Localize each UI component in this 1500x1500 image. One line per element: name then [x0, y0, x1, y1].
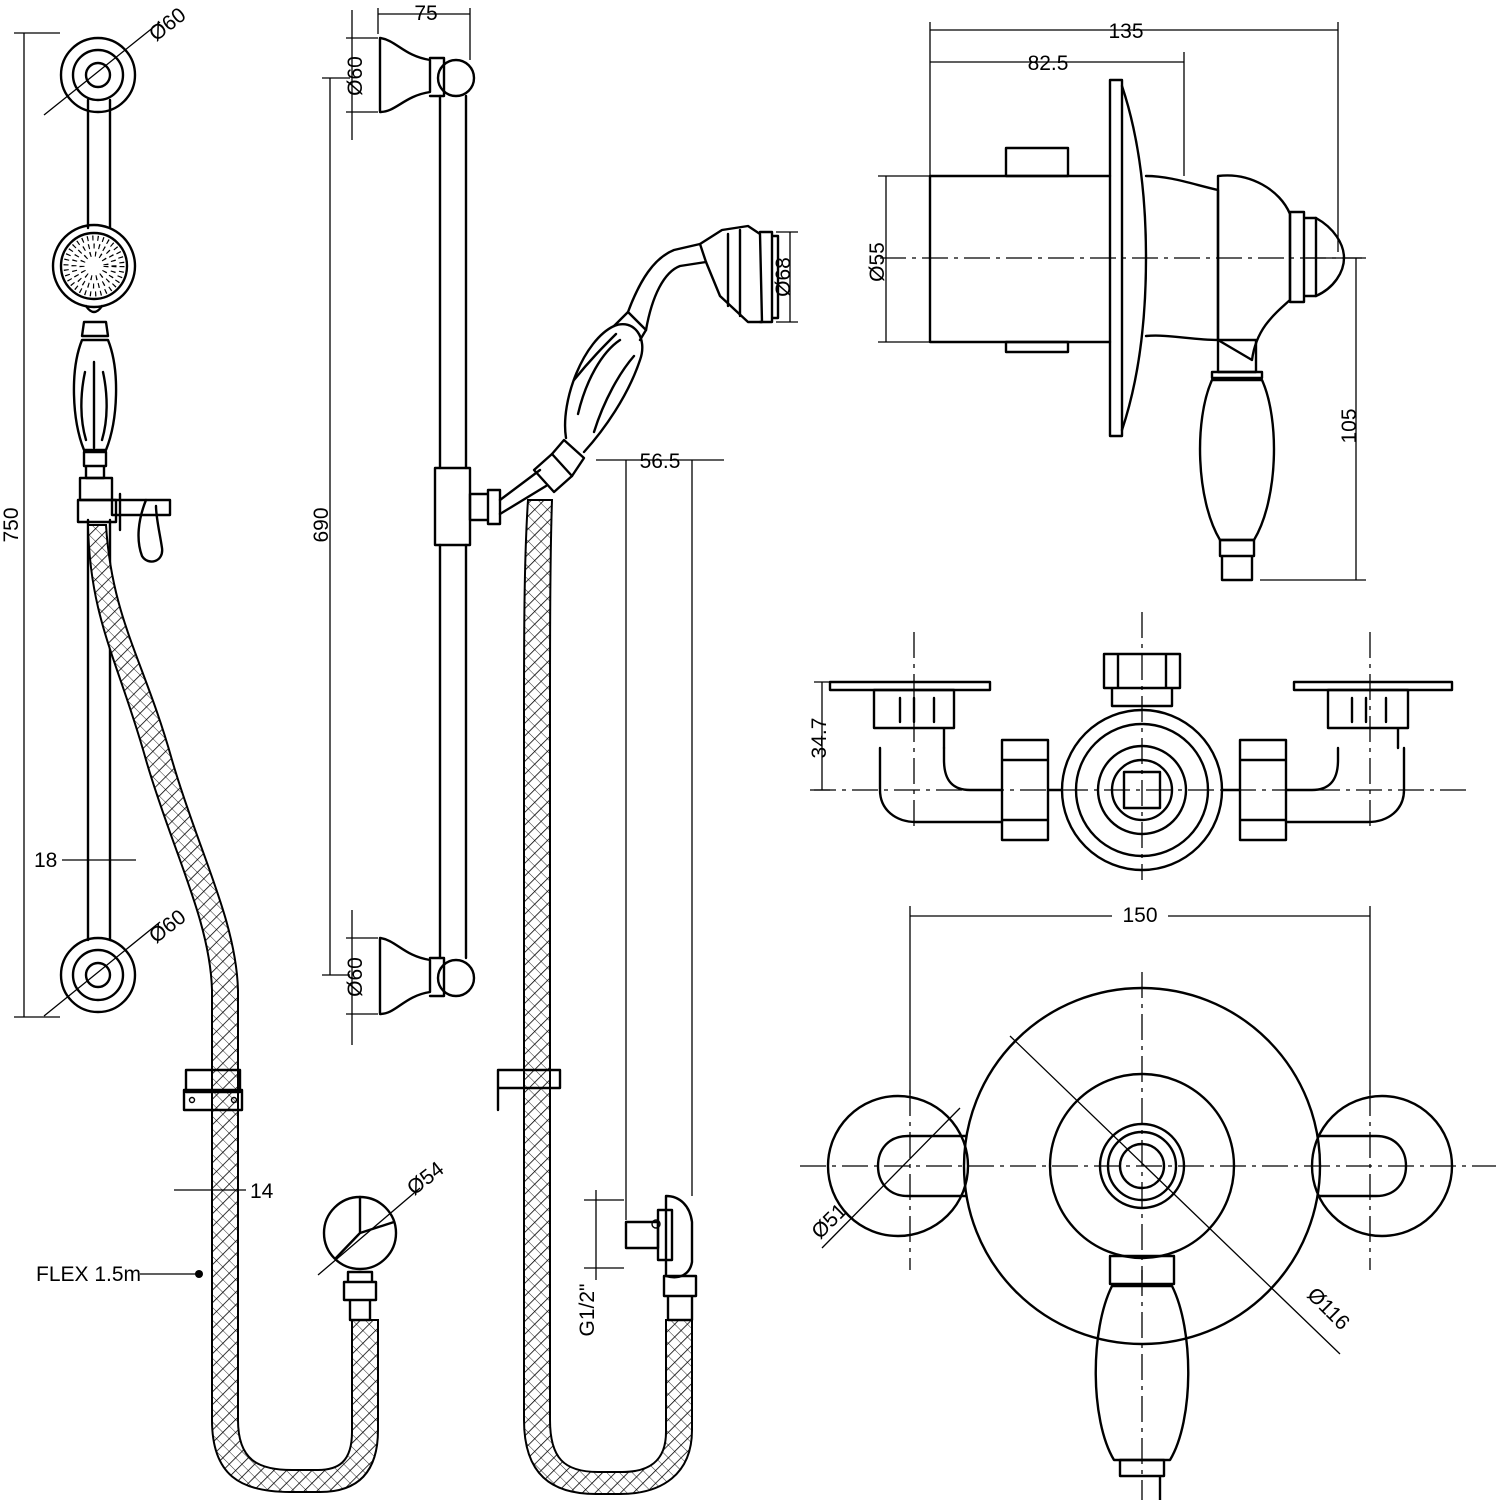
dim-valve-body-dia: Ø55: [866, 242, 889, 282]
valve-top-view: 34.7: [808, 612, 1470, 880]
shower-head-front: [51, 223, 137, 314]
dim-outlet-thread: G1/2": [576, 1284, 599, 1337]
wall-outlet-side: [624, 1194, 698, 1322]
dim-valve-depth-body: 82.5: [1028, 52, 1069, 75]
wall-outlet: [322, 1195, 398, 1322]
valve-lever: [1198, 338, 1276, 582]
dim-bracket-dia-bottom: Ø60: [145, 905, 190, 948]
dim-rail-dia: 18: [34, 849, 57, 872]
handset-handle: [72, 320, 118, 480]
handset-side: [532, 224, 780, 494]
dim-head-dia: Ø68: [772, 257, 795, 297]
valve-side-view: 135 82.5 Ø55 105: [866, 20, 1366, 582]
valve-body: [928, 174, 1112, 344]
dim-side-rail-length: 690: [310, 507, 333, 542]
dim-outlet-dia: Ø54: [403, 1157, 449, 1200]
slider-bracket: [76, 476, 172, 563]
dim-flange-dia: Ø116: [1302, 1283, 1353, 1334]
dim-valve-height: 105: [1338, 408, 1361, 443]
riser-rail-side-view: 75 Ø60 690 Ø60 Ø68 56.5 G1/2": [310, 2, 798, 1495]
right-inlet-nut: [1238, 738, 1288, 842]
right-wall-plate: [1292, 680, 1454, 692]
right-inlet-flange: [1310, 1094, 1454, 1238]
top-bracket: [59, 36, 137, 114]
hose-retainer: [182, 1068, 244, 1112]
dim-side-bracket-top: Ø60: [344, 56, 367, 96]
valve-nut-top: [1004, 146, 1070, 178]
dim-side-offset: 75: [414, 2, 437, 25]
left-wall-plate: [828, 680, 992, 692]
valve-top-nut: [1102, 652, 1182, 708]
left-inlet-flange: [826, 1094, 970, 1238]
flex-label: FLEX 1.5m: [36, 1263, 141, 1286]
riser-rail-front-view: 750 Ø60 Ø60 18 14 Ø54 FLEX 1.5m: [0, 3, 449, 1493]
wall-plate: [1108, 78, 1124, 438]
left-inlet-nut: [1000, 738, 1050, 842]
flex-hose-side: [523, 499, 693, 1495]
dim-inlet-centres: 150: [1122, 904, 1157, 927]
dim-bracket-dia-top: Ø60: [145, 3, 190, 46]
hose-retainer-side: [496, 1068, 562, 1112]
valve-front-view: Ø116 Ø51 150: [800, 900, 1496, 1500]
valve-lever-front: [1094, 1254, 1190, 1500]
dim-rail-length: 750: [0, 507, 23, 542]
dim-side-bracket-bottom: Ø60: [344, 957, 367, 997]
dim-inlet-flange-dia: Ø51: [807, 1199, 851, 1243]
rail: [86, 98, 112, 230]
dim-inlet-height: 34.7: [808, 718, 831, 759]
dim-hose-dia: 14: [250, 1180, 274, 1203]
dim-valve-depth-total: 135: [1108, 20, 1143, 43]
flex-hose-front: [86, 524, 379, 1493]
dim-outlet-depth: 56.5: [640, 450, 681, 473]
bottom-bracket: [59, 936, 137, 1014]
